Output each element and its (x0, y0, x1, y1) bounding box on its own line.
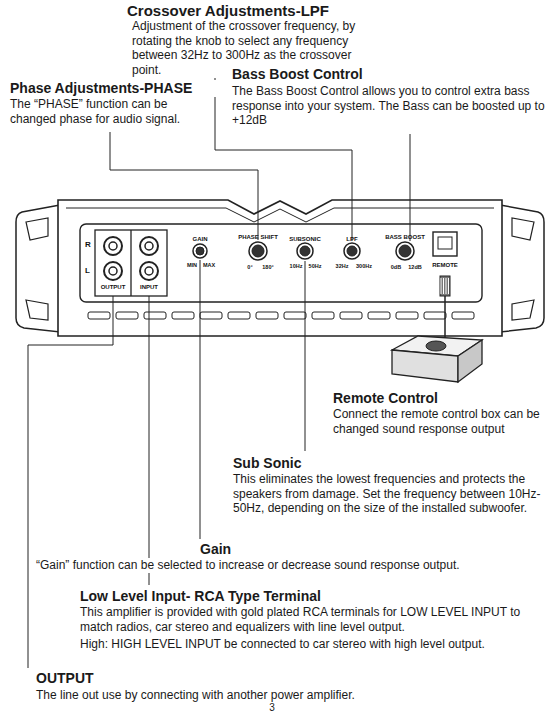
callout-heading: Remote Control (331, 390, 550, 407)
panel-label: R (85, 241, 91, 249)
cooling-slot (312, 312, 334, 319)
cooling-slot (452, 312, 474, 319)
leader-line (410, 134, 411, 241)
flange-slot (26, 300, 48, 320)
callout-heading: Phase Adjustments-PHASE (8, 80, 217, 97)
remote-jack (433, 232, 457, 256)
control-panel (80, 224, 482, 302)
cooling-slot (144, 312, 166, 319)
panel-label: LPF (346, 236, 357, 242)
flange-slot (26, 218, 48, 240)
right-flange (500, 205, 544, 332)
plug-stripe (448, 278, 449, 294)
cooling-slots (88, 312, 474, 319)
cooling-slot (424, 312, 446, 319)
panel-label: OUTPUT (101, 284, 126, 290)
panel-label: SUBSONIC (289, 236, 321, 242)
callout-text: This eliminates the lowest frequencies a… (231, 472, 547, 516)
cooling-slot (256, 312, 278, 319)
callout-text: High: HIGH LEVEL INPUT be connected to c… (78, 637, 552, 652)
panel-label: INPUT (140, 284, 158, 290)
rca-jacks (104, 237, 158, 280)
panel-label: 12dB (408, 265, 421, 271)
callout-heading: Gain (198, 541, 302, 558)
leader-line (110, 132, 258, 240)
flange-slot (512, 300, 534, 320)
amplifier-housing (58, 200, 502, 336)
callout-heading: Sub Sonic (231, 455, 435, 472)
cooling-slot (228, 312, 250, 319)
cooling-slot (340, 312, 362, 319)
remote-knob (426, 341, 446, 351)
callout-text: The line out use by connecting with anot… (34, 688, 518, 703)
panel-label: MAX (203, 263, 215, 269)
remote-box-front (392, 350, 458, 382)
callout-heading: OUTPUT (34, 670, 158, 687)
plug-stripe (441, 278, 442, 294)
callout-heading: Low Level Input- RCA Type Terminal (78, 588, 482, 605)
callout-text: “Gain” function can be selected to incre… (34, 558, 468, 573)
panel-label: BASS BOOST (385, 234, 425, 240)
panel-label: 32Hz (336, 264, 349, 270)
callout-text: The Bass Boost Control allows you to con… (230, 84, 552, 128)
panel-label: 0dB (391, 265, 401, 271)
cooling-slot (116, 312, 138, 319)
leader-line (149, 296, 150, 585)
panel-label: 50Hz (309, 264, 322, 270)
cooling-slot (284, 312, 306, 319)
callout-text: Connect the remote control box can be ch… (331, 407, 550, 436)
remote-plug (440, 276, 450, 296)
cooling-slot (396, 312, 418, 319)
housing-edge (66, 208, 494, 222)
cooling-slot (368, 312, 390, 319)
left-flange (16, 205, 60, 332)
panel-label: REMOTE (432, 262, 458, 268)
cooling-slot (88, 312, 110, 319)
knobs (193, 242, 414, 260)
remote-cable (444, 296, 446, 340)
panel-label: 0° (247, 265, 252, 271)
panel-label: 300Hz (356, 264, 372, 270)
panel-label: L (85, 267, 90, 275)
callout-text: The “PHASE” function can be changed phas… (8, 97, 210, 126)
rca-block (95, 230, 167, 296)
panel-label: MIN (187, 263, 197, 269)
callout-heading: Bass Boost Control (230, 66, 504, 83)
remote-jack-socket (438, 237, 452, 249)
panel-label: GAIN (193, 236, 208, 242)
leader-lines (28, 58, 410, 668)
cooling-slot (200, 312, 222, 319)
leader-line (305, 261, 306, 451)
callout-heading: Crossover Adjustments-LPF (125, 2, 449, 20)
page-number: 3 (267, 702, 277, 714)
rca-divider (130, 230, 131, 296)
callout-text: This amplifier is provided with gold pla… (78, 605, 552, 634)
panel-label: 10Hz (290, 264, 303, 270)
plug-stripe (443, 278, 444, 294)
plug-stripe (446, 278, 447, 294)
remote-box-side (458, 340, 482, 382)
leader-line (200, 260, 201, 539)
cooling-slot (172, 312, 194, 319)
plug-stripes (441, 278, 449, 294)
panel-label: 180° (262, 265, 273, 271)
panel-label: PHASE SHIFT (238, 234, 278, 240)
flange-slot (512, 218, 534, 240)
